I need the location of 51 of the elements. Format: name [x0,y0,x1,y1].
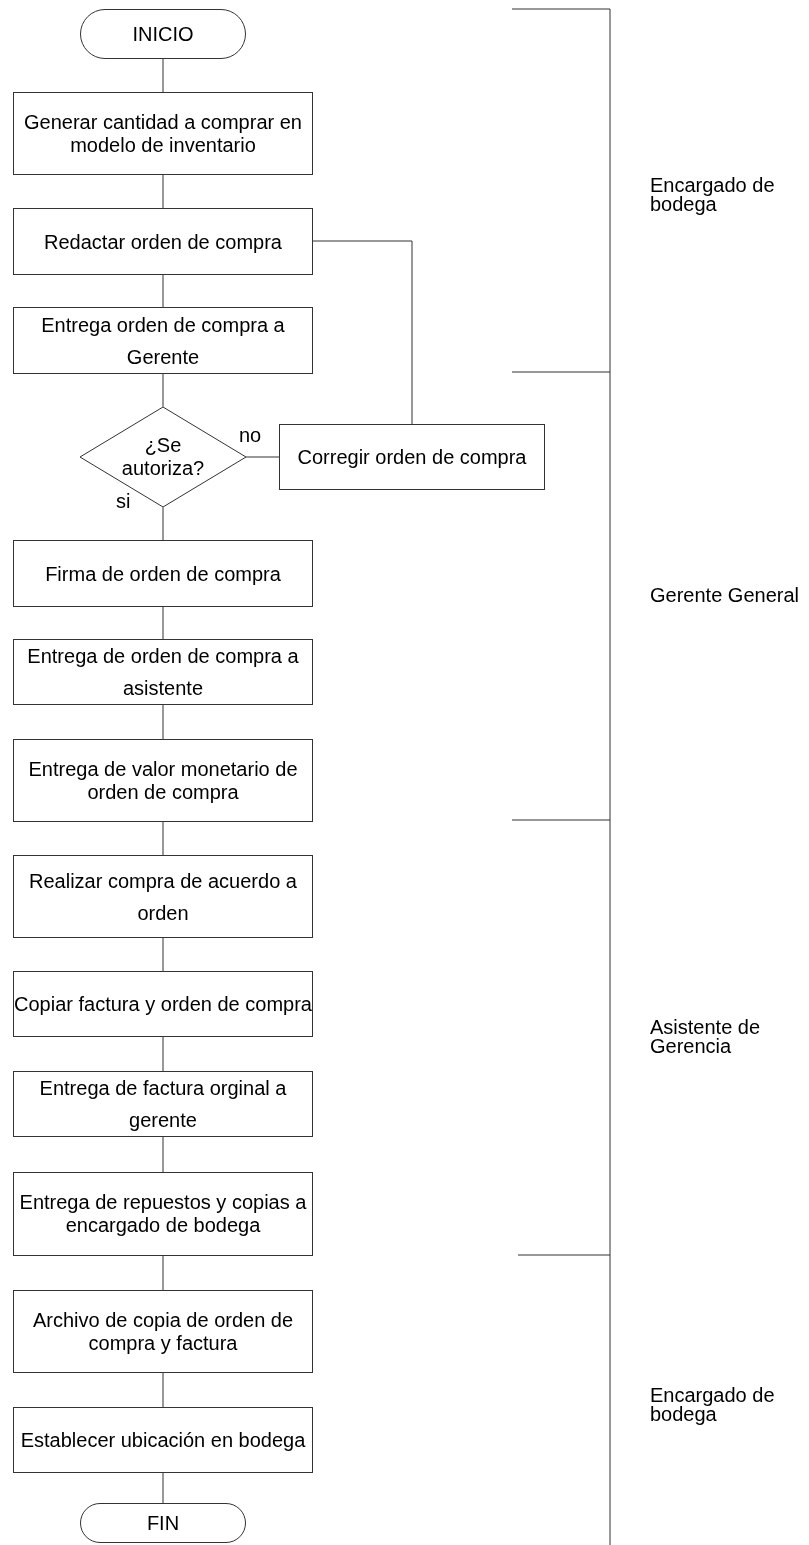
process-box [13,208,313,275]
process-box [13,1172,313,1256]
process-box [13,855,313,938]
step-text: Redactar orden de compra [44,229,282,255]
step-text: Entrega de factura orginal a gerente [38,1076,288,1133]
lane-label: Gerente General [650,586,799,605]
terminal-shape [80,1503,246,1543]
connector-line [245,456,280,458]
step-text: Generar cantidad a comprar en modelo de inventario [23,110,303,157]
step-text: INICIO [132,22,194,46]
connector-line [162,506,164,541]
process-box [13,307,313,374]
connector-line [162,937,164,972]
connector-line [162,821,164,856]
step-text: Firma de orden de compra [45,561,281,587]
connector-line [162,274,164,308]
lane-label: Encargado de bodega [650,176,776,214]
step-text: ¿Se autoriza? [120,434,206,480]
step-text: Entrega de repuestos y copias a encargado de bodega [18,1191,308,1237]
connector-line [162,606,164,640]
lane-label: Asistente de Gerencia [650,1018,762,1056]
connector-line [162,1036,164,1072]
step-text: Archivo de copia de orden de compra y factura [31,1308,295,1355]
process-box [13,1290,313,1373]
connector-line [162,1136,164,1173]
process-box [13,540,313,607]
connector-line [162,704,164,740]
process-box [13,739,313,822]
process-box [13,1407,313,1473]
step-text: Realizar compra de acuerdo a orden [28,868,298,926]
process-box [279,424,545,490]
process-box [13,1071,313,1137]
terminal-shape [80,9,246,59]
lane-label: Encargado de bodega [650,1386,776,1424]
connector-line [162,174,164,209]
step-text: Corregir orden de compra [297,445,527,470]
connector-line [162,58,164,93]
connector-line [312,240,413,425]
step-text: Establecer ubicación en bodega [20,1428,306,1453]
connector-line [162,1372,164,1408]
step-text: FIN [146,1511,180,1535]
step-text: Copiar factura y orden de compra [14,992,312,1017]
connector-line [162,1255,164,1291]
step-text: Entrega orden de compra a Gerente [40,312,286,370]
step-text: Entrega de valor monetario de orden de compra [27,757,299,804]
connector-line [162,1472,164,1504]
step-text: Entrega de orden de compra a asistente [26,644,300,701]
connector-line [162,373,164,408]
process-box [13,639,313,705]
process-box [13,971,313,1037]
process-box [13,92,313,175]
